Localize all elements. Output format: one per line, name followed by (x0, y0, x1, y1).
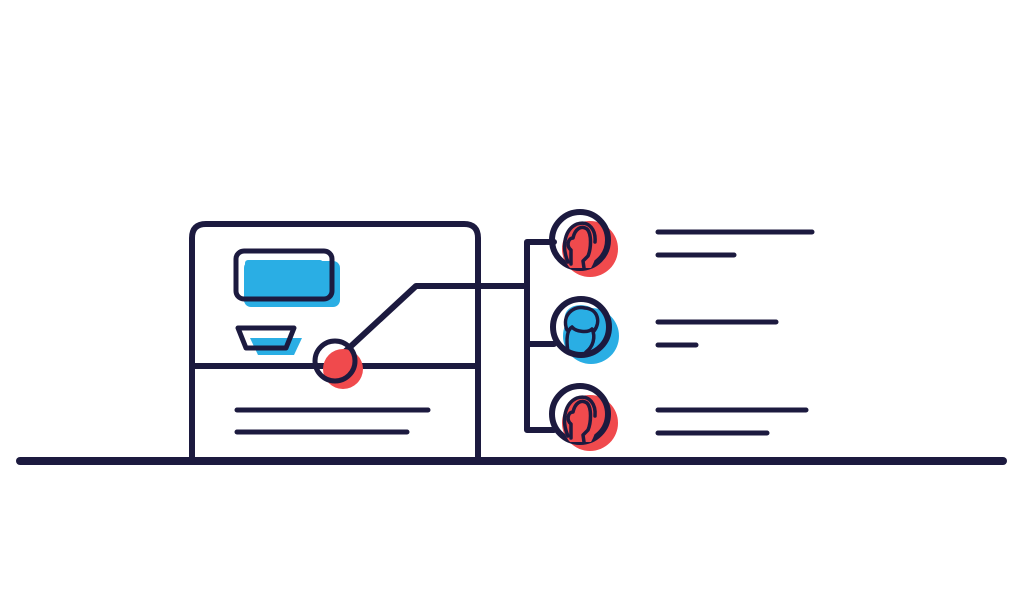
tray-body (235, 325, 297, 351)
branch-line (524, 239, 557, 433)
contact-3 (549, 383, 809, 451)
avatar-face (566, 399, 593, 444)
panel-outline (189, 221, 481, 464)
connector-line (333, 283, 530, 363)
screen-frame (233, 248, 335, 302)
avatar-hair-line (562, 221, 597, 264)
person-icon-long-hair (562, 395, 598, 444)
device-panel-icon (189, 221, 481, 464)
avatar-face (566, 225, 593, 270)
contact-1 (549, 209, 815, 277)
screen-icon (233, 248, 340, 307)
avatar-hair-line (562, 395, 597, 438)
person-icon-short-hair (563, 305, 600, 354)
avatar-hair (564, 305, 599, 332)
screen-glass (245, 260, 323, 290)
person-icon-long-hair (562, 221, 598, 270)
avatar-hair-line (563, 305, 600, 333)
hub-node-shadow (323, 349, 363, 389)
avatar-ring (550, 296, 612, 358)
hub-node (312, 338, 358, 384)
avatar-face (565, 325, 596, 354)
tray-icon (235, 325, 302, 355)
contact-2 (550, 296, 779, 364)
connector-node-icon (312, 338, 363, 389)
